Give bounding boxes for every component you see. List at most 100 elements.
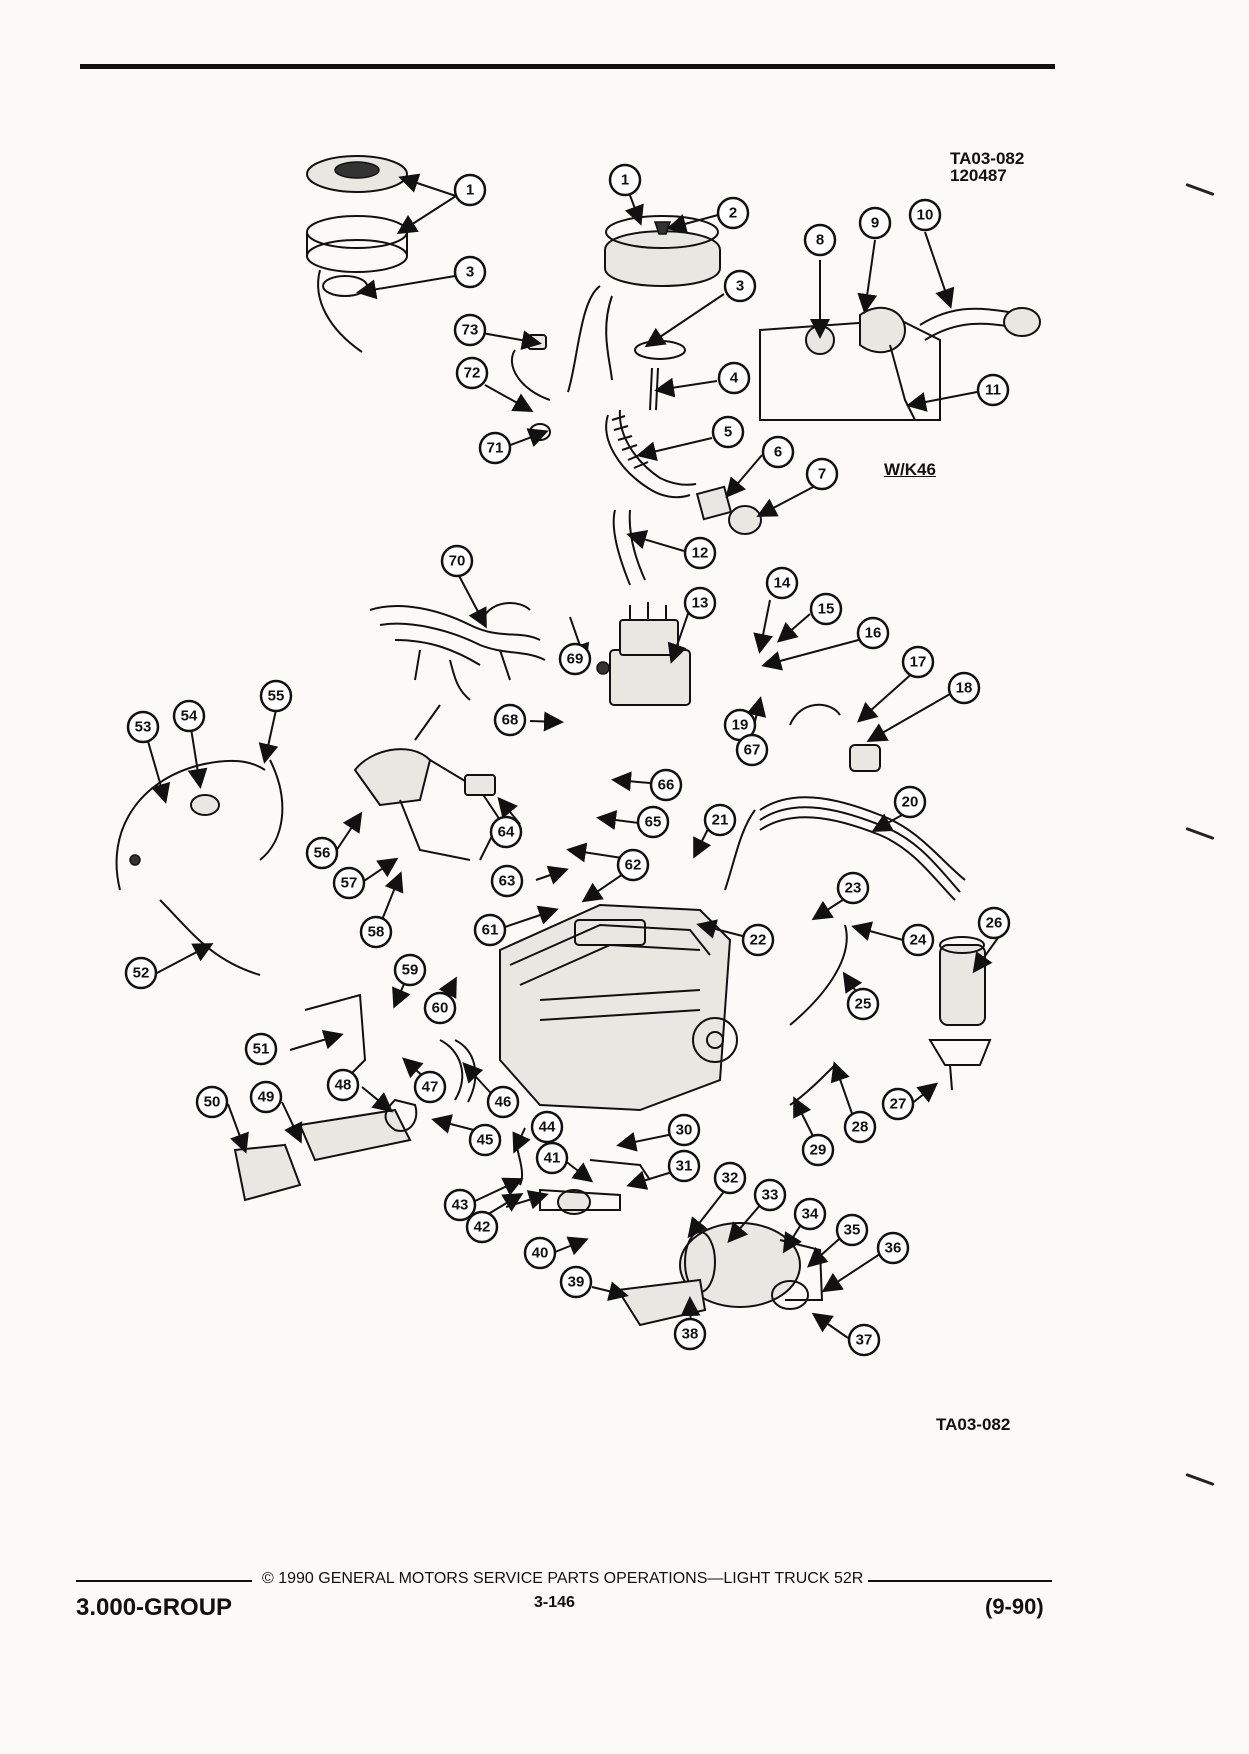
callout-49: 49 (249, 1080, 283, 1114)
callout-44: 44 (530, 1110, 564, 1144)
svg-text:59: 59 (402, 962, 419, 979)
svg-text:43: 43 (452, 1197, 469, 1214)
svg-text:66: 66 (658, 777, 675, 794)
callout-5: 5 (711, 415, 745, 449)
svg-text:4: 4 (730, 370, 739, 387)
svg-text:36: 36 (885, 1240, 902, 1257)
svg-text:1: 1 (466, 182, 474, 199)
callout-54: 54 (172, 699, 206, 733)
callout-27: 27 (881, 1087, 915, 1121)
svg-text:26: 26 (986, 915, 1003, 932)
svg-text:52: 52 (133, 965, 150, 982)
svg-text:32: 32 (722, 1170, 739, 1187)
svg-text:38: 38 (682, 1326, 699, 1343)
svg-text:6: 6 (774, 444, 782, 461)
revision-date: (9-90) (985, 1594, 1044, 1619)
callout-29: 29 (801, 1133, 835, 1167)
callout-64: 64 (489, 815, 523, 849)
callout-30: 30 (667, 1113, 701, 1147)
callout-38: 38 (673, 1317, 707, 1351)
callout-71: 71 (478, 431, 512, 465)
figure-reference-bottom: TA03-082 (936, 1415, 1011, 1434)
svg-text:28: 28 (852, 1119, 869, 1136)
group-number: 3.000-GROUP (76, 1594, 233, 1621)
callout-4: 4 (717, 361, 751, 395)
callout-39: 39 (559, 1265, 593, 1299)
svg-text:9: 9 (871, 215, 879, 232)
callout-13: 13 (683, 586, 717, 620)
svg-text:13: 13 (692, 595, 709, 612)
svg-text:10: 10 (917, 207, 934, 224)
svg-text:47: 47 (422, 1079, 439, 1096)
copyright-notice: © 1990 GENERAL MOTORS SERVICE PARTS OPER… (262, 1570, 864, 1587)
callout-21: 21 (703, 803, 737, 837)
svg-text:23: 23 (845, 880, 862, 897)
intake-duct-assembly (510, 334, 762, 586)
callout-2: 2 (716, 196, 750, 230)
svg-text:73: 73 (462, 322, 479, 339)
callout-68: 68 (493, 703, 527, 737)
callout-36: 36 (876, 1231, 910, 1265)
svg-text:25: 25 (855, 996, 872, 1013)
callout-23: 23 (836, 871, 870, 905)
callout-14: 14 (765, 566, 799, 600)
svg-text:45: 45 (477, 1132, 494, 1149)
svg-text:5: 5 (724, 424, 732, 441)
svg-text:63: 63 (499, 873, 516, 890)
svg-text:42: 42 (474, 1219, 491, 1236)
svg-text:51: 51 (253, 1041, 270, 1058)
svg-text:20: 20 (902, 794, 919, 811)
svg-text:61: 61 (482, 922, 499, 939)
svg-text:49: 49 (258, 1089, 275, 1106)
figure-date-code: 120487 (950, 166, 1007, 185)
callout-1-left: 1 (453, 173, 487, 207)
callout-58: 58 (359, 915, 393, 949)
callout-11: 11 (976, 373, 1010, 407)
svg-text:3: 3 (466, 264, 474, 281)
callout-50: 50 (195, 1085, 229, 1119)
svg-text:41: 41 (544, 1150, 561, 1167)
svg-text:24: 24 (910, 932, 927, 949)
svg-text:46: 46 (495, 1094, 512, 1111)
svg-text:14: 14 (774, 575, 791, 592)
callout-37: 37 (847, 1323, 881, 1357)
svg-text:64: 64 (498, 824, 515, 841)
svg-text:30: 30 (676, 1122, 693, 1139)
top-rule (80, 64, 1055, 69)
svg-text:15: 15 (818, 601, 835, 618)
svg-text:39: 39 (568, 1274, 585, 1291)
page-number: 3-146 (534, 1594, 575, 1611)
footer-rule-right (868, 1580, 1052, 1582)
callout-7: 7 (805, 457, 839, 491)
svg-text:57: 57 (341, 875, 358, 892)
callout-9: 9 (858, 206, 892, 240)
svg-text:48: 48 (335, 1077, 352, 1094)
callout-34: 34 (793, 1197, 827, 1231)
callout-47: 47 (413, 1070, 447, 1104)
throttle-body-assembly (596, 602, 691, 706)
svg-text:18: 18 (956, 680, 973, 697)
callout-56: 56 (305, 836, 339, 870)
svg-text:1: 1 (621, 172, 629, 189)
svg-text:54: 54 (181, 708, 198, 725)
svg-text:17: 17 (910, 654, 927, 671)
callout-60: 60 (423, 991, 457, 1025)
svg-text:2: 2 (729, 205, 737, 222)
callout-18: 18 (947, 671, 981, 705)
fuel-lines-and-hoses (724, 703, 966, 1106)
svg-text:19: 19 (732, 717, 749, 734)
svg-text:62: 62 (625, 857, 642, 874)
callout-48: 48 (326, 1068, 360, 1102)
svg-text:7: 7 (818, 466, 826, 483)
callout-12: 12 (683, 536, 717, 570)
svg-text:68: 68 (502, 712, 519, 729)
callout-72: 72 (455, 356, 489, 390)
callout-32: 32 (713, 1161, 747, 1195)
callout-10: 10 (908, 198, 942, 232)
svg-text:58: 58 (368, 924, 385, 941)
svg-text:50: 50 (204, 1094, 221, 1111)
svg-text:40: 40 (532, 1245, 549, 1262)
callout-65: 65 (636, 805, 670, 839)
callout-22: 22 (741, 923, 775, 957)
